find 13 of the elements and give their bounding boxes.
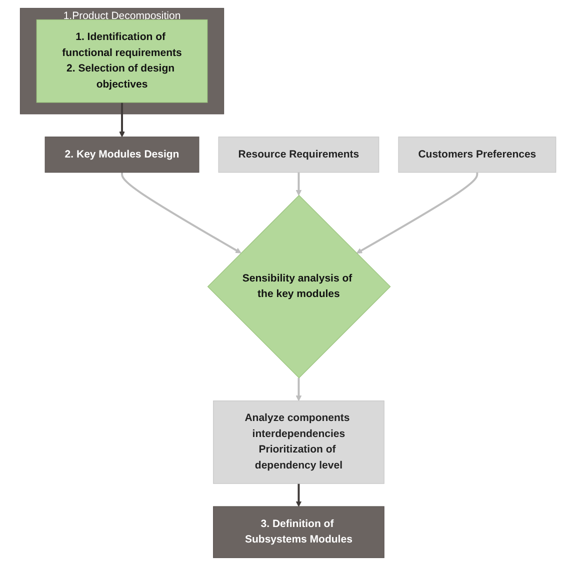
arrow xyxy=(356,172,479,254)
node-box: 3. Definition of Subsystems Modules xyxy=(214,506,385,558)
arrow xyxy=(121,172,242,254)
arrow xyxy=(296,378,302,402)
node-diamond: Sensibility analysis of the key modules xyxy=(208,194,392,378)
node-box: Analyze components interdependencies Prioritization of dependency level xyxy=(214,400,385,484)
arrow xyxy=(296,172,302,196)
arrow xyxy=(296,484,302,507)
node-box: 2. Key Modules Design xyxy=(45,136,200,173)
node-box: 1. Identification of functional requirements 2. Selection of design objectives xyxy=(36,19,208,103)
node-box: Customers Preferences xyxy=(398,136,557,173)
arrow xyxy=(120,102,126,138)
node-box: Resource Requirements xyxy=(218,136,380,173)
